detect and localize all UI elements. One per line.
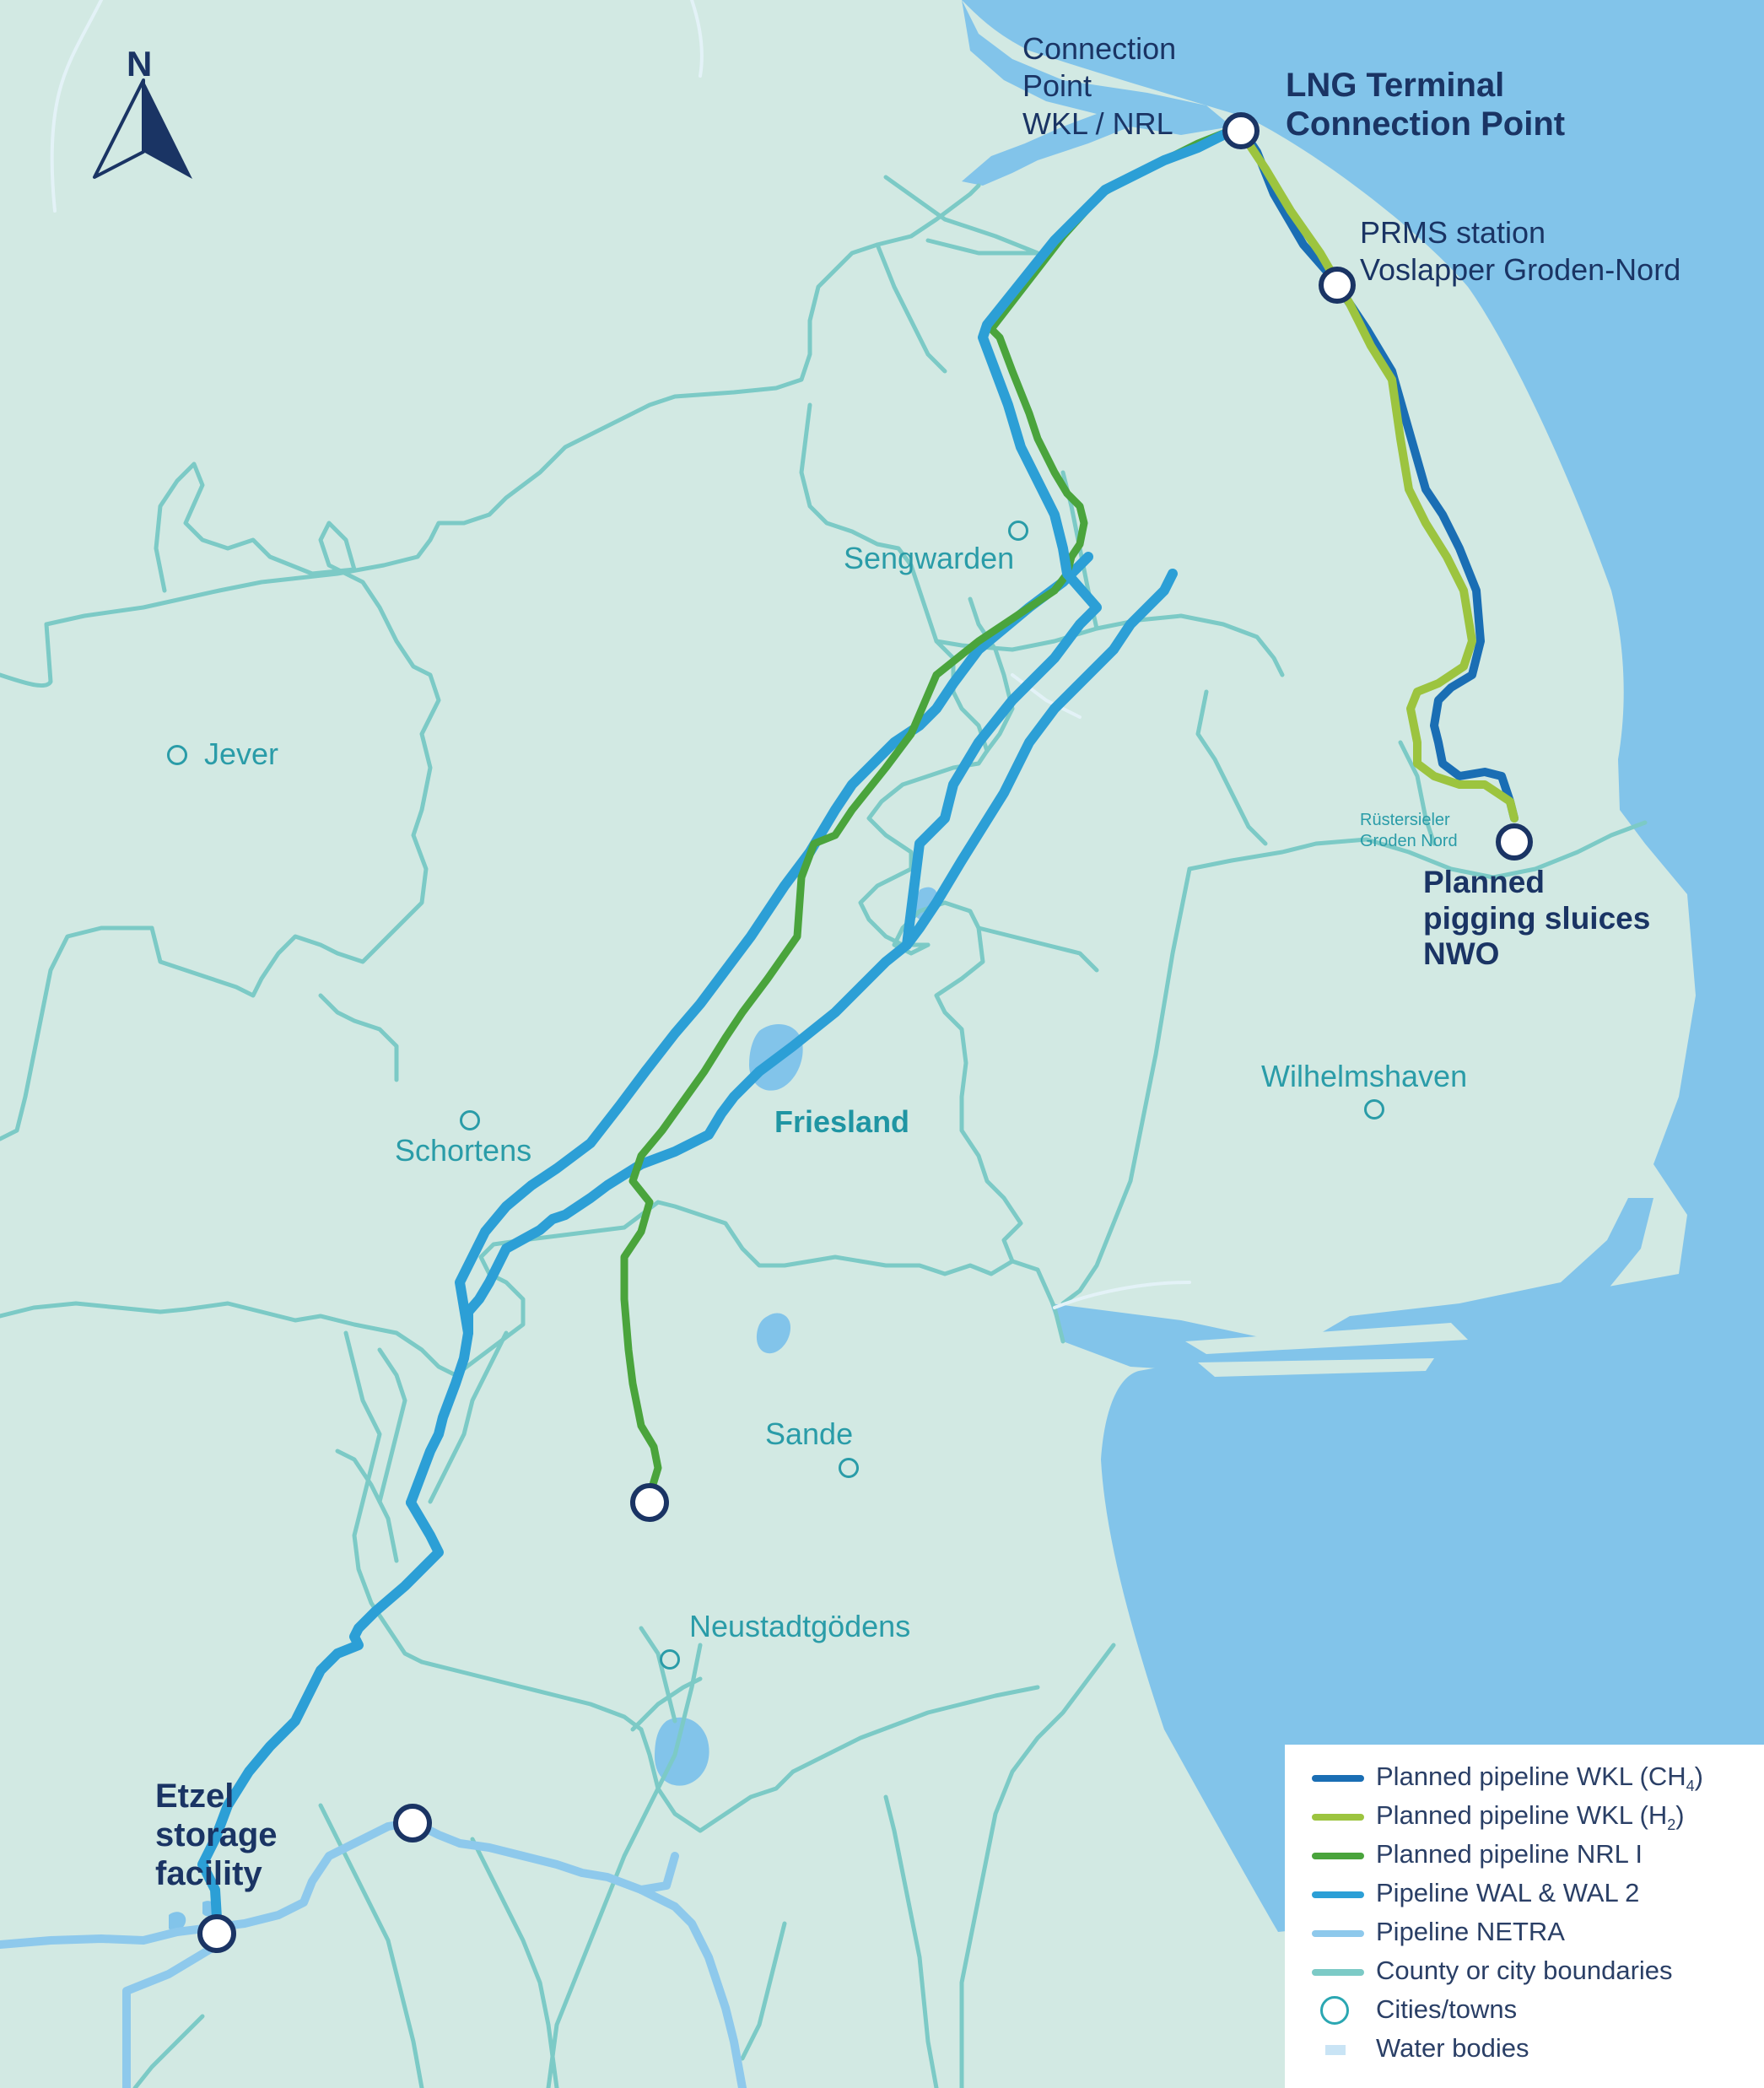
north-arrow-icon — [93, 78, 192, 179]
sea-area — [962, 0, 1764, 1932]
legend-item-boundaries: County or city boundaries — [1285, 1952, 1764, 1991]
label-line: Connection Point — [1286, 105, 1566, 143]
town-marker-sengwarden — [1008, 521, 1028, 541]
label-line: Connection — [1022, 31, 1177, 66]
legend-label-suffix: ) — [1694, 1762, 1703, 1791]
marker-netra-junction — [393, 1804, 432, 1843]
label-line: PRMS station — [1360, 215, 1546, 250]
pipeline-wal — [197, 1497, 444, 1937]
town-marker-schortens — [460, 1110, 480, 1130]
label-line: Etzel — [155, 1778, 235, 1815]
north-label: N — [127, 44, 153, 84]
legend-line-swatch — [1312, 1930, 1364, 1937]
legend-label-text: Planned pipeline WKL (H — [1376, 1800, 1668, 1830]
legend-item-towns: Cities/towns — [1285, 1991, 1764, 2030]
town-marker-neustadtgoedens — [660, 1649, 680, 1670]
legend-line-swatch — [1312, 1969, 1364, 1976]
place-label-line-1: Rüstersieler — [1360, 811, 1450, 829]
town-label-sande: Sande — [765, 1416, 854, 1451]
marker-etzel — [197, 1914, 236, 1953]
legend-item-wkl-ch4: Planned pipeline WKL (CH4) — [1285, 1758, 1764, 1797]
label-line: facility — [155, 1855, 262, 1892]
label-line: storage — [155, 1816, 278, 1853]
legend-item-wal: Pipeline WAL & WAL 2 — [1285, 1875, 1764, 1913]
legend-item-wkl-h2: Planned pipeline WKL (H2) — [1285, 1797, 1764, 1836]
legend-label: Pipeline WAL & WAL 2 — [1376, 1878, 1640, 1907]
legend-label: County or city boundaries — [1376, 1956, 1673, 1985]
label-line: pigging sluices — [1423, 900, 1651, 936]
legend-label-suffix: ) — [1675, 1800, 1685, 1830]
town-label-jever: Jever — [204, 736, 279, 771]
legend-line-swatch — [1312, 1814, 1364, 1821]
town-marker-sande — [839, 1458, 859, 1478]
legend-line-swatch — [1312, 1853, 1364, 1859]
town-label-wilhelmshaven: Wilhelmshaven — [1261, 1059, 1468, 1093]
connection-point-markers — [197, 112, 1533, 1953]
map-legend: Planned pipeline WKL (CH4) Planned pipel… — [1285, 1745, 1764, 2088]
marker-prms-station — [1319, 267, 1356, 304]
label-line: Voslapper Groden-Nord — [1360, 252, 1681, 288]
label-prms-station: PRMS station Voslapper Groden-Nord — [1360, 214, 1680, 289]
legend-item-netra: Pipeline NETRA — [1285, 1913, 1764, 1952]
label-etzel-storage: Etzel storage facility — [155, 1777, 278, 1893]
legend-item-nrl: Planned pipeline NRL I — [1285, 1836, 1764, 1875]
label-pigging-sluices: Planned pigging sluices NWO — [1423, 865, 1650, 973]
legend-label-text: Planned pipeline WKL (CH — [1376, 1762, 1686, 1791]
pipeline-wkl-h2 — [1236, 122, 1519, 823]
marker-pigging-sluices — [1496, 823, 1533, 861]
town-marker-wilhelmshaven — [1364, 1099, 1384, 1120]
label-line: Planned — [1423, 865, 1545, 899]
coastal-channel — [962, 0, 1232, 186]
legend-label-sub: 4 — [1686, 1778, 1695, 1795]
place-label-ruestersieler: Rüstersieler Groden Nord — [1360, 810, 1458, 852]
legend-circle-icon — [1320, 1996, 1349, 2025]
minor-water-channels — [50, 0, 1191, 1309]
label-line: LNG Terminal — [1286, 67, 1505, 104]
label-connection-wkl-nrl: Connection Point WKL / NRL — [1022, 30, 1176, 143]
label-lng-terminal: LNG Terminal Connection Point — [1286, 66, 1565, 143]
label-line: WKL / NRL — [1022, 105, 1173, 141]
harbour-structures — [1185, 1122, 1626, 1377]
pipeline-netra-branch-2 — [637, 1852, 679, 1894]
legend-label: Water bodies — [1376, 2033, 1529, 2063]
region-label-friesland: Friesland — [774, 1104, 910, 1139]
legend-line-swatch — [1312, 1891, 1364, 1898]
label-line: NWO — [1423, 936, 1500, 972]
town-label-schortens: Schortens — [395, 1133, 532, 1168]
jade-inlet-water — [1050, 1198, 1653, 1384]
pipeline-wal-upper — [902, 121, 1245, 950]
place-label-line-2: Groden Nord — [1360, 832, 1458, 850]
label-line: Point — [1022, 68, 1092, 104]
legend-label: Cities/towns — [1376, 1994, 1518, 2024]
marker-lng-terminal — [1222, 112, 1260, 149]
legend-line-swatch — [1312, 1775, 1364, 1782]
legend-water-swatch — [1325, 2045, 1346, 2055]
town-label-neustadtgoedens: Neustadtgödens — [689, 1609, 911, 1643]
legend-label: Planned pipeline NRL I — [1376, 1839, 1643, 1869]
pipeline-nrl — [620, 122, 1244, 1492]
pipeline-wal-north — [455, 552, 1093, 1338]
pipeline-netra-branch — [122, 1945, 215, 2088]
legend-item-water: Water bodies — [1285, 2030, 1764, 2069]
legend-label: Pipeline NETRA — [1376, 1917, 1565, 1946]
pipelines — [0, 121, 1519, 2088]
marker-wal-junction — [630, 1483, 669, 1522]
legend-label: Planned pipeline WKL (CH4) — [1376, 1762, 1703, 1795]
legend-label: Planned pipeline WKL (H2) — [1376, 1800, 1685, 1834]
town-label-sengwarden: Sengwarden — [844, 541, 1015, 575]
town-marker-jever — [167, 745, 187, 765]
legend-label-sub: 2 — [1667, 1816, 1676, 1834]
